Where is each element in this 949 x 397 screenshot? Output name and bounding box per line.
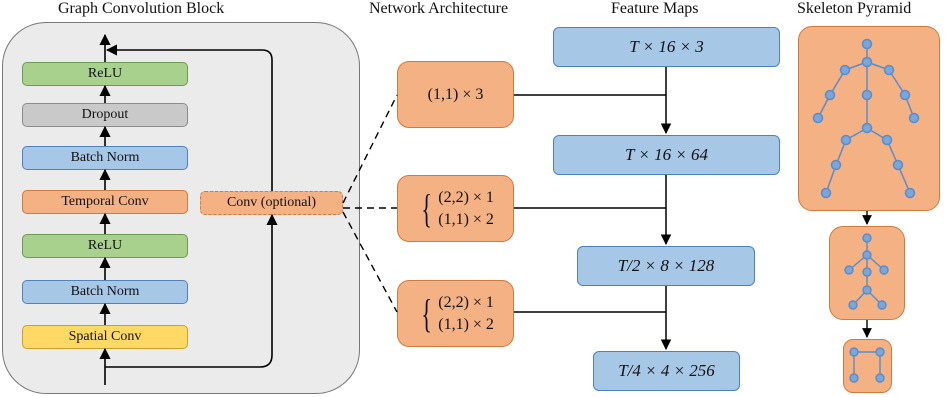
residual-path (105, 44, 273, 191)
network-stage-3-line-1: (2,2) × 1 (438, 293, 494, 311)
network-stage-3-line-2: (1,1) × 2 (438, 315, 494, 333)
brace-icon: { (421, 290, 432, 336)
network-architecture-title: Network Architecture (369, 0, 509, 17)
feature-map-2: T × 16 × 64 (553, 135, 780, 175)
dashed-link (342, 211, 398, 313)
network-stage-1-line-1: (1,1) × 3 (427, 85, 484, 103)
network-stage-2: { (2,2) × 1 (1,1) × 2 (397, 175, 514, 242)
network-stage-3: { (2,2) × 1 (1,1) × 2 (397, 280, 514, 347)
network-stage-2-line-2: (1,1) × 2 (438, 210, 494, 228)
feature-map-4: T/4 × 4 × 256 (593, 351, 740, 391)
relu-layer-top: ReLU (22, 62, 188, 86)
feature-map-1: T × 16 × 3 (553, 27, 780, 67)
feature-map-3: T/2 × 8 × 128 (577, 246, 755, 286)
skeleton-graph-16 (812, 38, 920, 199)
temporal-conv-layer: Temporal Conv (22, 190, 188, 214)
network-stage-1: (1,1) × 3 (397, 61, 514, 128)
spatial-conv-layer: Spatial Conv (22, 325, 188, 349)
network-stage-2-line-1: (2,2) × 1 (438, 188, 494, 206)
feature-maps-title: Feature Maps (611, 0, 699, 17)
graph-convolution-block-title: Graph Convolution Block (58, 0, 225, 17)
brace-icon: { (421, 185, 432, 231)
residual-path (105, 213, 278, 368)
skeleton-graph-4 (849, 347, 885, 383)
skeleton-pyramid-title: Skeleton Pyramid (797, 0, 912, 17)
skeleton-graph-8 (844, 233, 889, 310)
skeleton-level-3 (843, 339, 892, 393)
optional-conv-layer: Conv (optional) (200, 191, 343, 215)
dashed-link (342, 94, 398, 204)
dropout-layer: Dropout (22, 103, 188, 127)
batch-norm-layer-top: Batch Norm (22, 146, 188, 170)
